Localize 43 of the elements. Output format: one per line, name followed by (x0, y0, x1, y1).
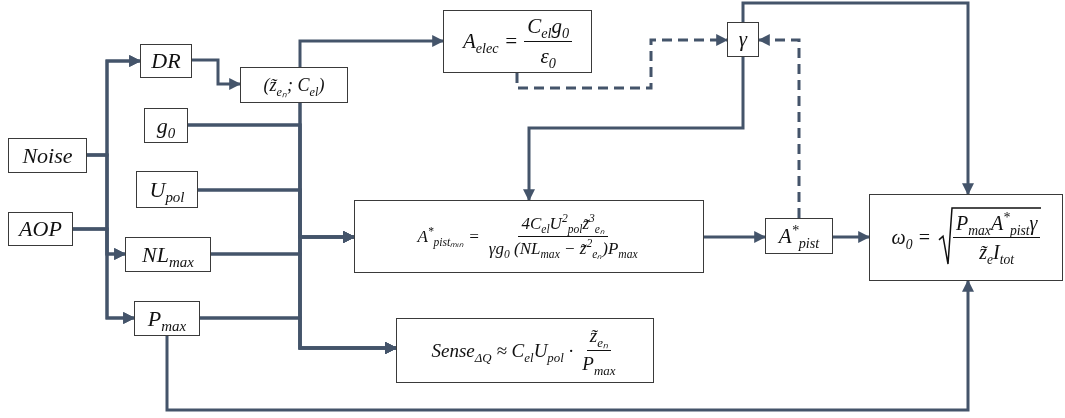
variable-label: (z̃$_{eₙ}$; C$_{el}$) (263, 74, 325, 96)
formula-box (396, 318, 654, 383)
variable-box (765, 218, 833, 254)
variable-box (727, 22, 759, 57)
dashed-arrow (515, 34, 729, 90)
denominator-text: z̃$_{e}$I$_{tot}$ (978, 240, 1016, 264)
variable-box (240, 67, 348, 103)
formula-box (869, 194, 1063, 281)
formula-text: ω$_{0}$ = (891, 226, 931, 249)
variable-label: γ (738, 27, 748, 52)
arrow (704, 231, 767, 243)
numerator-text: P$_{max}$A$^{*}$$_{pist}$γ (953, 211, 1041, 238)
variable-box (144, 108, 188, 143)
variable-label: U$_{pol}$ (149, 176, 185, 203)
formula-text: A$^{*}$$_{pistₘᵢₙ}$ = (417, 226, 480, 247)
formula-text: A$_{elec}$ = (462, 29, 519, 54)
variable-box (8, 212, 73, 246)
dashed-arrow (757, 34, 801, 218)
variable-box (140, 44, 192, 78)
variable-label: P$_{max}$ (147, 305, 187, 332)
variable-box (134, 301, 200, 336)
arrow (73, 227, 136, 324)
denominator-text: P$_{max}$ (581, 352, 617, 376)
variable-label: DR (151, 48, 181, 74)
arrow (833, 231, 871, 243)
arrow (523, 57, 745, 202)
formula-box (354, 200, 704, 273)
variable-label: NL$_{max}$ (142, 241, 194, 268)
denominator-text: γg$_{0}$ (NL$_{max}$ − z̃$^{2}$$_{eₙ}$)P$_{max}$ (487, 237, 639, 260)
numerator-text: z̃$_{eₙ}$ (586, 325, 611, 351)
arrow (192, 58, 242, 90)
arrow (165, 279, 974, 412)
variable-box (136, 171, 198, 208)
variable-label: AOP (19, 216, 62, 242)
arrow (298, 35, 445, 67)
formula-box (443, 10, 592, 73)
variable-box (8, 138, 87, 173)
variable-label: g$_{0}$ (156, 112, 176, 139)
denominator-text: ε$_{0}$ (539, 43, 557, 70)
numerator-text: C$_{el}$g$_{0}$ (524, 13, 573, 42)
variable-box (125, 237, 211, 272)
arrow (741, 1, 974, 196)
variable-label: Noise (22, 142, 73, 169)
